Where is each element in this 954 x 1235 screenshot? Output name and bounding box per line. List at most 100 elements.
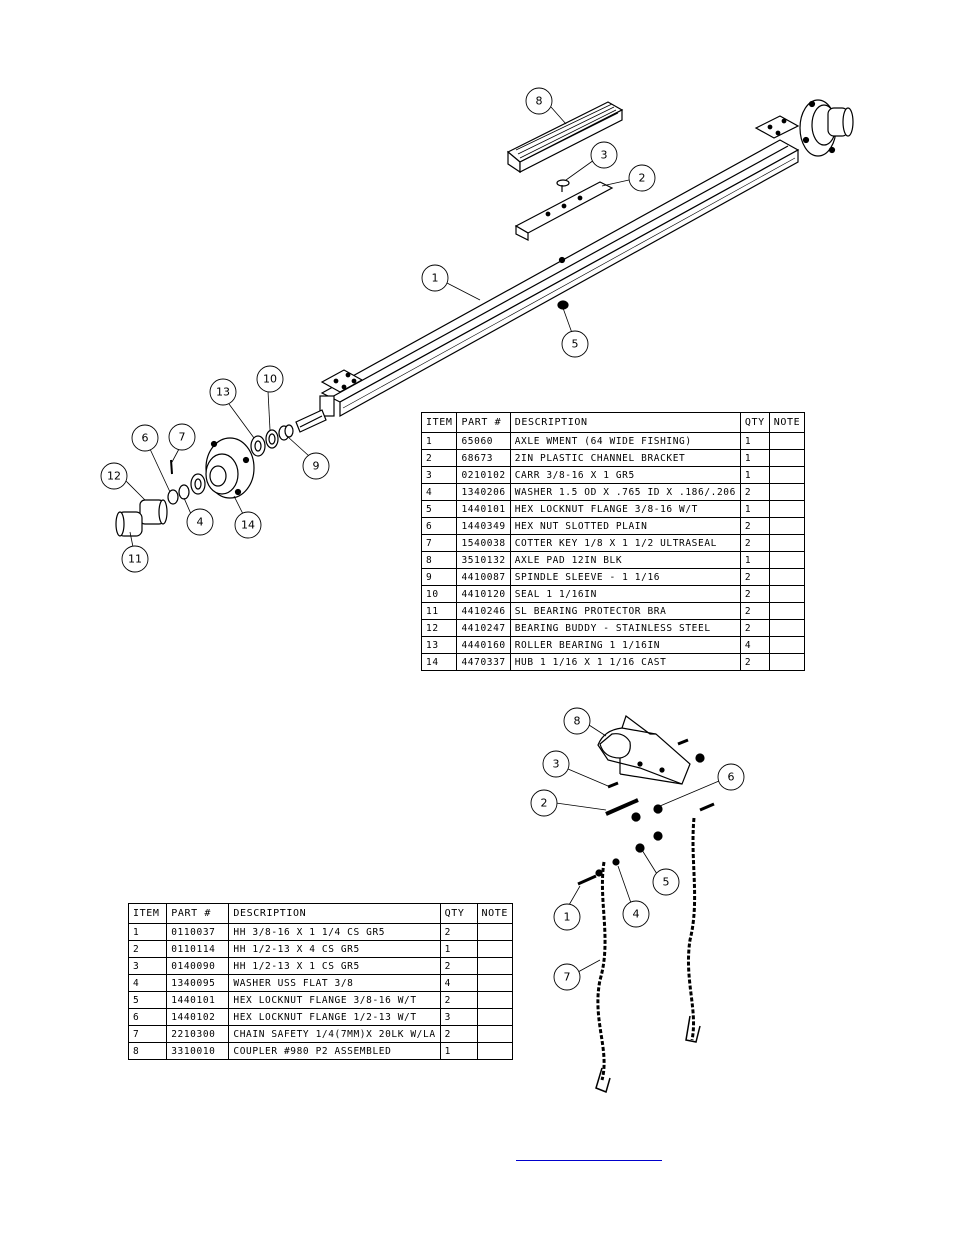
cell-part-number: 2210300 [166,1025,230,1043]
callout-number: 6 [142,432,149,445]
cell-description: SEAL 1 1/16IN [509,585,741,603]
cell-part-number: 1540038 [456,534,511,552]
callout-number: 4 [633,908,640,921]
callout-circle [590,141,618,169]
cell-item: 7 [420,534,458,552]
cell-part-number: 0110114 [166,940,230,958]
column-header-description: DESCRIPTION [228,903,441,924]
column-header-item: ITEM [127,903,168,924]
cell-part-number: 4410120 [456,585,511,603]
callout-circle [186,508,214,536]
cell-qty: 2 [439,991,478,1009]
cell-part-number: 1340206 [456,483,511,501]
callout-number: 3 [601,149,608,162]
cell-item: 5 [127,991,168,1009]
spindle-sleeve [278,424,294,441]
callout-7: 7 [553,963,581,991]
callout-number: 12 [107,470,121,483]
hyperlink-underline[interactable] [516,1158,662,1161]
callout-circle [234,511,262,539]
callout-circle [256,365,284,393]
cell-note [768,636,806,654]
callout-circle [302,452,330,480]
cell-description: AXLE WMENT (64 WIDE FISHING) [509,432,741,450]
cell-qty: 2 [739,653,770,671]
column-header-part-number: PART # [456,412,511,433]
cell-description: HH 1/2-13 X 1 CS GR5 [228,957,441,975]
cell-item: 6 [127,1008,168,1026]
callout-circle [628,164,656,192]
cell-note [768,432,806,450]
cell-qty: 2 [739,517,770,535]
cell-note [768,534,806,552]
carriage-bolt [556,179,570,192]
cell-description: HEX LOCKNUT FLANGE 3/8-16 W/T [228,991,441,1009]
cell-description: HH 3/8-16 X 1 1/4 CS GR5 [228,923,441,941]
cell-note [476,974,513,992]
cell-item: 3 [420,466,458,484]
callout-number: 2 [541,797,548,810]
cell-note [768,602,806,620]
cell-note [768,551,806,569]
cell-item: 5 [420,500,458,518]
callout-number: 5 [663,876,670,889]
cell-part-number: 3310010 [166,1042,230,1060]
cell-item: 7 [127,1025,168,1043]
cell-note [476,923,513,941]
cell-description: 2IN PLASTIC CHANNEL BRACKET [509,449,741,467]
callout-number: 1 [432,272,439,285]
cell-part-number: 4470337 [456,653,511,671]
roller-bearing-outer [190,473,206,495]
cell-qty: 4 [739,636,770,654]
cell-qty: 2 [739,568,770,586]
cell-part-number: 0110037 [166,923,230,941]
callout-number: 10 [263,373,277,386]
callout-8: 8 [525,87,553,115]
callout-2: 2 [628,164,656,192]
callout-circle [553,963,581,991]
cell-part-number: 4410246 [456,602,511,620]
cell-note [476,957,513,975]
coupler-body [597,715,691,785]
callout-3: 3 [590,141,618,169]
cell-qty: 2 [739,534,770,552]
cell-item: 1 [127,923,168,941]
callout-7: 7 [168,423,196,451]
channel-bracket [514,181,614,241]
callout-number: 11 [128,553,142,566]
callout-circle [525,87,553,115]
callout-5: 5 [561,330,589,358]
cell-qty: 4 [439,974,478,992]
callout-number: 7 [564,971,571,984]
cell-qty: 1 [739,466,770,484]
cell-note [476,1025,513,1043]
cell-note [768,653,806,671]
cell-qty: 2 [739,602,770,620]
column-header-qty: QTY [439,903,478,924]
callout-3: 3 [542,750,570,778]
callout-number: 6 [728,771,735,784]
callout-number: 8 [574,715,581,728]
coupler-bolts [577,738,715,886]
column-header-qty: QTY [739,412,770,433]
hub-assembly [205,437,255,499]
column-header-note: NOTE [476,903,513,924]
callout-number: 9 [313,460,320,473]
cell-description: COUPLER #980 P2 ASSEMBLED [228,1042,441,1060]
cell-qty: 2 [439,923,478,941]
column-header-description: DESCRIPTION [509,412,741,433]
callout-circle [717,763,745,791]
cell-part-number: 4410087 [456,568,511,586]
cell-description: SPINDLE SLEEVE - 1 1/16 [509,568,741,586]
